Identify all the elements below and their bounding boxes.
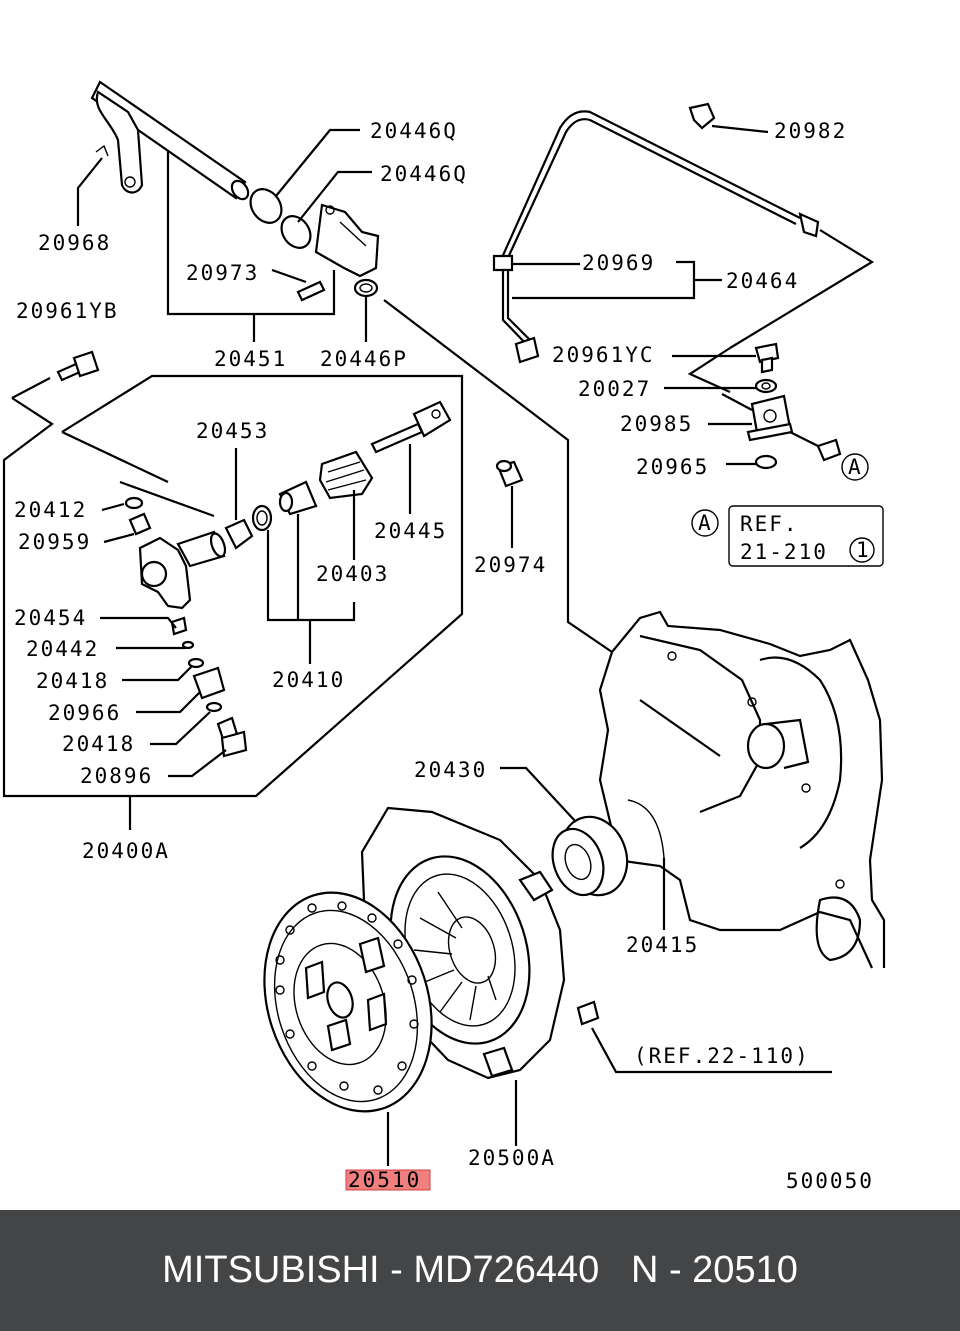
ref-circle-number: 1	[856, 538, 871, 562]
label-20418: 20418	[36, 669, 109, 693]
label-20961yb: 20961YB	[16, 299, 119, 323]
label-20961yc: 20961YC	[552, 343, 655, 367]
bolt-20974	[495, 459, 524, 488]
label-20445: 20445	[374, 519, 447, 543]
label-20973: 20973	[186, 261, 259, 285]
ref-number: 21-210	[740, 540, 828, 564]
label-20959: 20959	[18, 530, 91, 554]
label-20446q: 20446Q	[380, 162, 468, 186]
label-20464: 20464	[726, 269, 799, 293]
label-20415: 20415	[626, 933, 699, 957]
label-20896: 20896	[80, 764, 153, 788]
hydraulic-line-drawing	[492, 102, 820, 364]
diagram-code: 500050	[786, 1169, 874, 1193]
ref-box	[728, 505, 884, 567]
label-20400a: 20400A	[82, 839, 170, 863]
bracket-parts-drawing	[746, 342, 842, 470]
label-20451: 20451	[214, 347, 287, 371]
label-20968: 20968	[38, 231, 111, 255]
part-number-caption: MITSUBISHI - MD726440 N - 20510	[162, 1249, 798, 1291]
ref-label: REF.	[740, 512, 799, 536]
label-20965: 20965	[636, 455, 709, 479]
part-number-footer: MITSUBISHI - MD726440 N - 20510	[0, 1210, 960, 1331]
label-20412: 20412	[14, 498, 87, 522]
label-20442: 20442	[26, 637, 99, 661]
circle-a-letter: A	[698, 511, 713, 535]
label-20430: 20430	[414, 758, 487, 782]
highlight-20510	[345, 1169, 431, 1191]
label-20985: 20985	[620, 412, 693, 436]
label-20027: 20027	[578, 377, 651, 401]
circle-a-marker	[691, 509, 719, 537]
label-20982: 20982	[774, 119, 847, 143]
label-20418: 20418	[62, 732, 135, 756]
slave-cylinder-drawing	[124, 400, 452, 758]
label-20510: 20510	[348, 1168, 421, 1192]
label-20454: 20454	[14, 606, 87, 630]
release-shaft-drawing	[90, 80, 380, 302]
parts-diagram: 20446Q 20446Q 20968 20973 20961YB 20451 …	[2, 80, 886, 1193]
clutch-disc-drawing	[263, 891, 433, 1113]
bolt-20961yb	[56, 350, 100, 382]
label-20969: 20969	[582, 251, 655, 275]
circle-a-letter: A	[848, 455, 863, 479]
release-bearing-drawing	[551, 815, 629, 897]
label-20403: 20403	[316, 562, 389, 586]
label-20446p: 20446P	[320, 347, 408, 371]
label-20410: 20410	[272, 668, 345, 692]
transmission-housing-drawing	[598, 610, 886, 969]
label-20966: 20966	[48, 701, 121, 725]
circle-a-marker	[841, 453, 869, 481]
label-20500a: 20500A	[468, 1146, 556, 1170]
label-ref-22-110: (REF.22-110)	[634, 1044, 810, 1068]
label-20446q: 20446Q	[370, 119, 458, 143]
label-20974: 20974	[474, 553, 547, 577]
label-20453: 20453	[196, 419, 269, 443]
